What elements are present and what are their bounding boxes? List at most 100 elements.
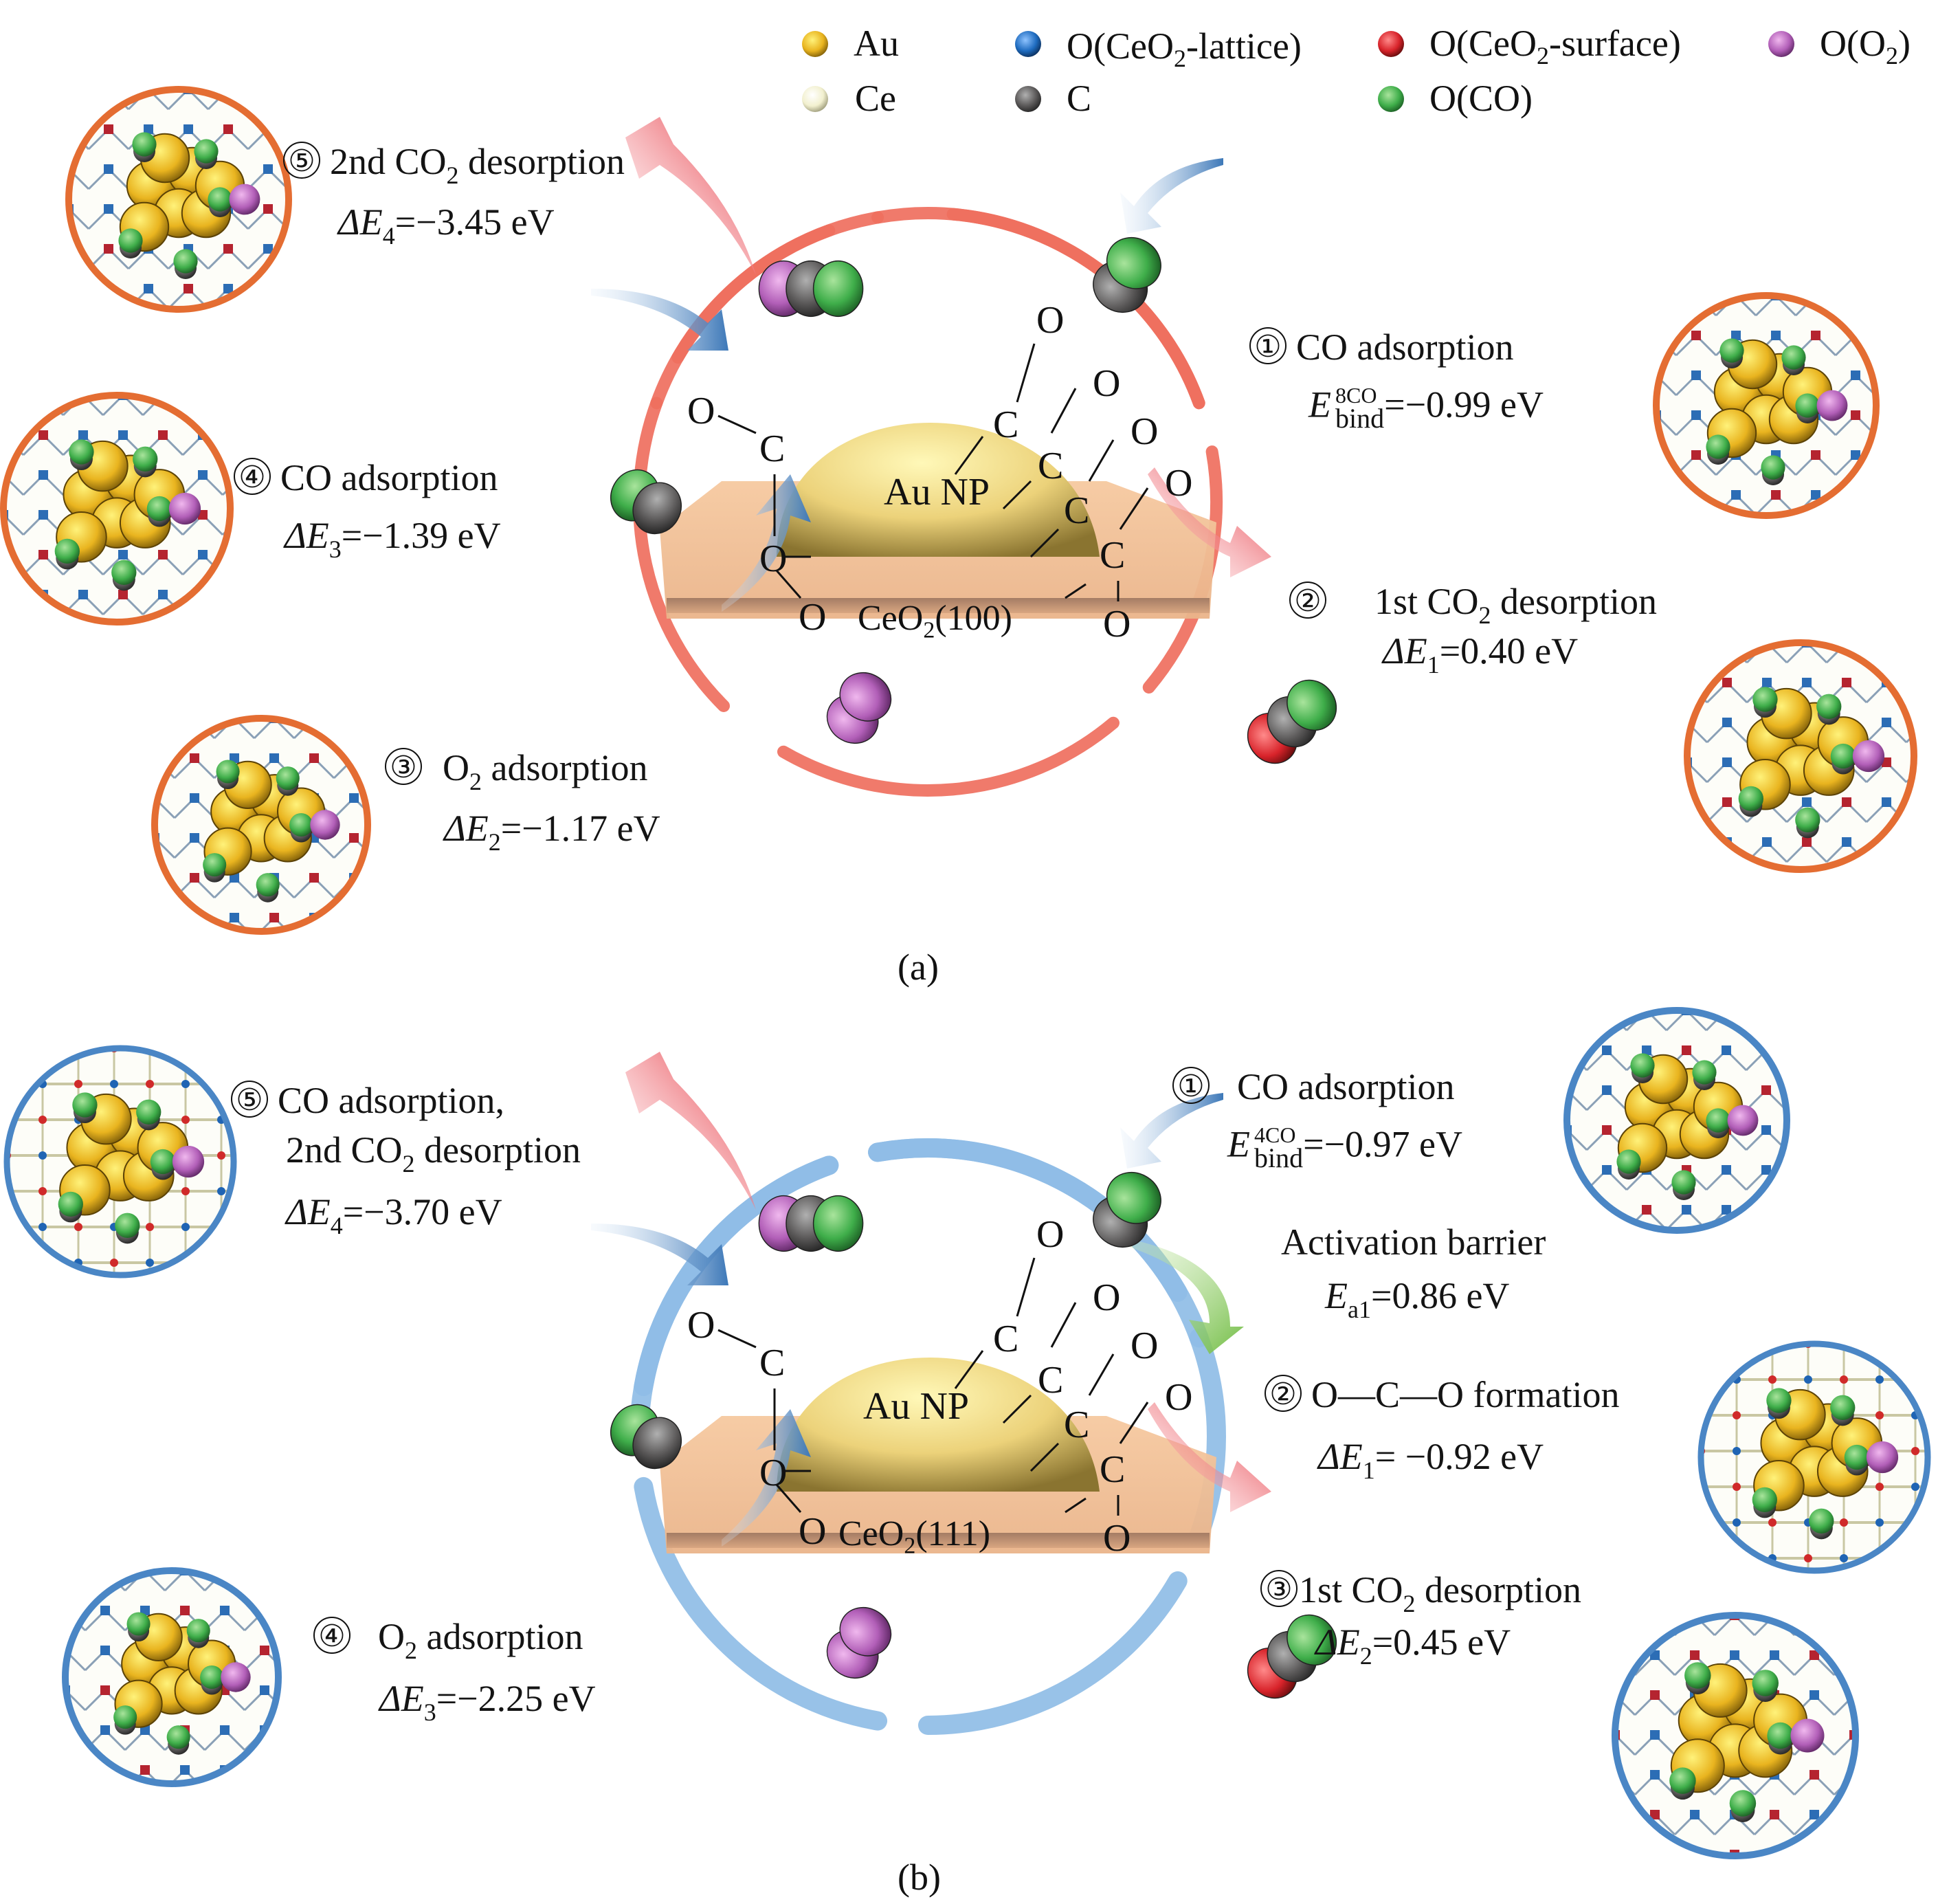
a-structure-step2 — [1684, 639, 1917, 873]
o-o2-atom — [1727, 1105, 1759, 1136]
bond-line — [1016, 1257, 1036, 1317]
legend-dot-o-surface-icon — [1378, 31, 1404, 57]
o-co-atom — [200, 1665, 224, 1690]
atom-letter-o: O — [759, 538, 788, 580]
atom-letter-o: O — [1093, 1276, 1121, 1319]
bond-line — [954, 436, 984, 475]
bond-line — [1065, 583, 1087, 599]
o-o2-atom — [1816, 390, 1848, 421]
o-co-atom — [1781, 345, 1806, 370]
b-activation-energy: Ea1=0.86 eV — [1325, 1275, 1510, 1323]
blue-adsorption-arrow-icon — [591, 1224, 728, 1285]
bond-line — [1002, 480, 1032, 510]
atom-letter-c: C — [993, 1318, 1019, 1360]
structure-frame — [3, 1045, 237, 1278]
atom-letter-o: O — [687, 390, 715, 432]
b-step4-energy: ΔE3=−2.25 eV — [379, 1678, 596, 1726]
bond-line — [717, 1329, 757, 1349]
legend-dot-au-icon — [802, 31, 828, 57]
atom-letter-c: C — [1064, 489, 1090, 532]
blue-adsorption-arrow-icon — [722, 474, 811, 612]
au-nanoparticle — [777, 423, 1100, 557]
b-step3-energy: ΔE2=0.45 eV — [1315, 1621, 1511, 1670]
co2-molecule-icon — [1247, 679, 1337, 764]
legend-label-au: Au — [854, 23, 899, 64]
bond-line — [1029, 528, 1060, 558]
b-substrate-label: CeO2(111) — [838, 1514, 991, 1559]
o-co-atom — [113, 1705, 137, 1729]
atom-letter-o: O — [1036, 299, 1065, 342]
red-desorption-arrow-icon — [625, 117, 756, 275]
atom-letter-c: C — [759, 1342, 786, 1384]
bond-line — [1050, 388, 1077, 434]
legend-dot-o-co-icon — [1378, 86, 1404, 112]
atom-letter-c: C — [993, 403, 1019, 446]
co-molecule-icon — [610, 469, 682, 535]
o-co-atom — [173, 249, 198, 274]
blue-adsorption-arrow-icon — [722, 1409, 811, 1547]
o-co-atom — [1830, 1395, 1856, 1420]
atom-g — [812, 260, 864, 318]
atom-letter-o: O — [1093, 362, 1121, 405]
o-co-atom — [1752, 1670, 1779, 1696]
b-step5-energy: ΔE4=−3.70 eV — [286, 1191, 502, 1239]
legend-label-o-o2: O(O2) — [1820, 23, 1911, 69]
atom-letter-c: C — [1100, 1448, 1126, 1491]
o-co-atom — [186, 1619, 210, 1643]
bond-line — [1050, 1302, 1077, 1348]
a-structure-step5 — [65, 86, 292, 313]
b-structure-step2 — [1697, 1340, 1931, 1574]
atom-letter-o: O — [1036, 1213, 1065, 1256]
bond-line — [1088, 439, 1115, 482]
b-au-np-label: Au NP — [863, 1385, 970, 1428]
atom-g — [812, 1195, 864, 1252]
o2-molecule-icon — [826, 672, 892, 744]
o-o2-atom — [1790, 1718, 1825, 1753]
o-co-atom — [69, 439, 94, 465]
atom-c — [632, 1417, 682, 1470]
atom-g — [1287, 1614, 1337, 1666]
lattice — [1687, 643, 1914, 870]
structure-frame — [62, 1567, 282, 1787]
o-co-atom — [1669, 1767, 1696, 1794]
b-activation-title: Activation barrier — [1281, 1221, 1546, 1263]
catalytic-cycle-arc — [918, 1571, 1188, 1735]
atom-letter-o: O — [1103, 1517, 1131, 1560]
o2-molecule-icon — [826, 1606, 892, 1679]
o-co-atom — [1767, 1722, 1794, 1749]
au-nanoparticle — [777, 1358, 1100, 1492]
legend-dot-ce-icon — [802, 86, 828, 112]
o-co-atom — [1630, 1053, 1655, 1078]
o-co-atom — [1809, 1508, 1834, 1534]
legend-dot-o-o2-icon — [1768, 31, 1794, 57]
legend-label-o-surface: O(CeO2-surface) — [1429, 23, 1681, 69]
catalytic-cycle-arc — [777, 716, 1120, 797]
bond-line — [954, 1350, 984, 1389]
o-o2-atom — [229, 184, 260, 215]
o-co-atom — [1766, 1388, 1792, 1413]
catalytic-cycle-arc — [634, 1476, 888, 1731]
atom-g — [1106, 1171, 1161, 1224]
o-co-atom — [216, 760, 240, 784]
bond-line — [717, 414, 757, 434]
o-co-atom — [111, 560, 137, 585]
bond-line — [1119, 487, 1149, 530]
a-step3-energy: ΔE2=−1.17 eV — [444, 808, 660, 856]
b-structure-step3 — [1612, 1612, 1859, 1859]
b-structure-step5 — [3, 1045, 237, 1278]
legend-dots — [802, 31, 1794, 112]
structure-frame — [0, 392, 234, 626]
o-co-atom — [289, 812, 313, 837]
o-co-atom — [1719, 338, 1744, 363]
o-co-atom — [1729, 1790, 1757, 1817]
structure-frame — [1653, 292, 1880, 519]
panel-b-caption: (b) — [898, 1857, 941, 1898]
o-co-atom — [115, 1213, 140, 1238]
